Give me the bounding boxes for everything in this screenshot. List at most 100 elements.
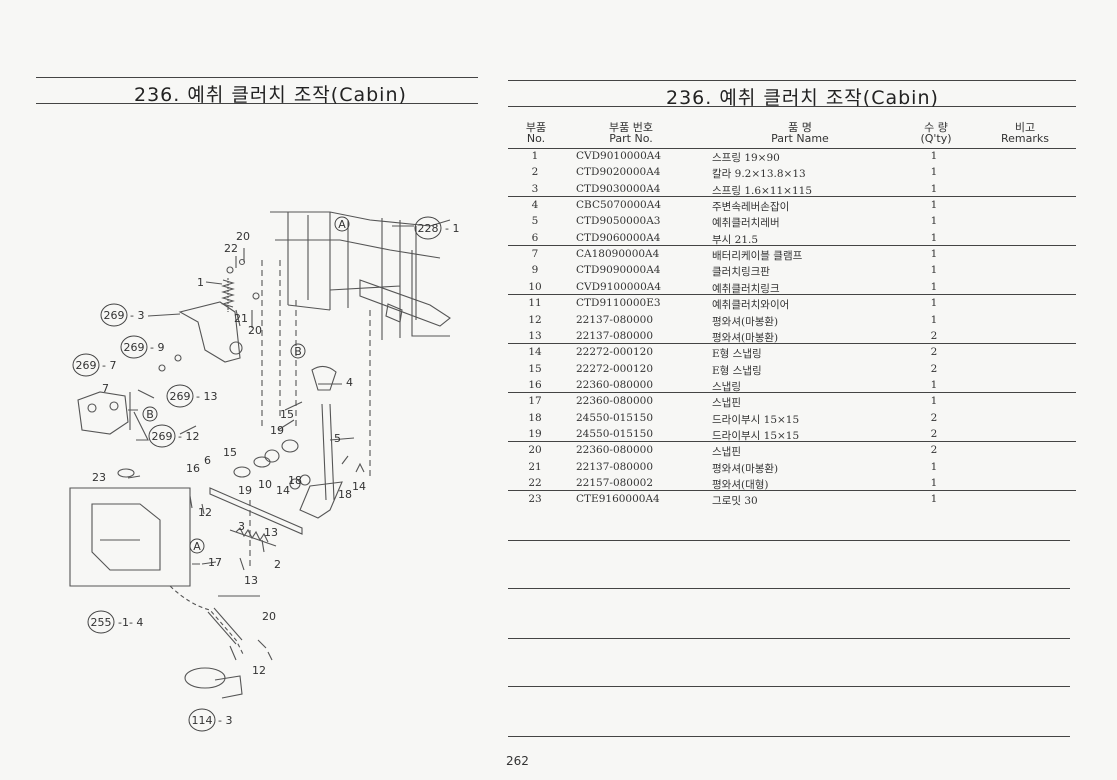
part-no-cell: 16 xyxy=(528,378,542,391)
qty-cell: 1 xyxy=(930,182,938,195)
part-number-cell: 22137-080000 xyxy=(576,313,654,326)
callout-20b: 20 xyxy=(248,324,262,337)
part-number-cell: 24550-015150 xyxy=(576,427,654,440)
callout-4: 4 xyxy=(346,376,353,389)
part-no-cell: 1 xyxy=(531,150,539,162)
part-number-cell: CTD9060000A4 xyxy=(576,231,661,244)
parts-exploded-diagram: 228 - 1 269 - 3 269 - 9 269 - 7 269 - 13… xyxy=(69,211,459,732)
part-name-cell: 클러치링크판 xyxy=(712,266,770,279)
callout-2: 2 xyxy=(274,558,281,571)
ref-269-12: 269 xyxy=(152,430,173,443)
qty-cell: 1 xyxy=(930,313,938,326)
part-number-cell: CTD9050000A3 xyxy=(576,215,661,228)
callout-3: 3 xyxy=(238,520,245,533)
marker-a-bottom: A xyxy=(193,540,201,553)
group-rule-7 xyxy=(508,490,1076,491)
callout-14b: 14 xyxy=(352,480,366,493)
ref-114: 114 xyxy=(192,714,213,727)
part-no-cell: 2 xyxy=(531,166,539,179)
part-no-cell: 19 xyxy=(528,427,542,440)
callout-6: 6 xyxy=(204,454,211,467)
qty-cell: 1 xyxy=(930,460,938,473)
callout-18a: 18 xyxy=(288,474,302,487)
qty-cell: 2 xyxy=(930,362,938,375)
callout-1: 1 xyxy=(197,276,204,289)
part-no-cell: 17 xyxy=(528,395,542,408)
qty-cell: 1 xyxy=(930,248,938,261)
part-no-cell: 22 xyxy=(528,477,542,489)
ref-269-12-suffix: - 12 xyxy=(178,430,199,443)
qty-cell: 1 xyxy=(930,280,938,293)
callout-7: 7 xyxy=(102,382,109,395)
part-no-cell: 15 xyxy=(528,362,542,375)
part-number-cell: 24550-015150 xyxy=(576,411,654,424)
part-no-cell: 18 xyxy=(528,411,542,424)
part-number-cell: 22272-000120 xyxy=(576,346,654,359)
part-name-cell: 배터리케이블 클램프 xyxy=(712,250,803,263)
part-name-cell: E형 스냅링 xyxy=(712,348,762,361)
group-rule-6 xyxy=(508,441,1076,442)
part-no-cell: 12 xyxy=(528,313,542,326)
part-name-cell: 스프링 1.6×11×115 xyxy=(712,184,813,197)
blank-line-2 xyxy=(508,588,1070,589)
callout-14a: 14 xyxy=(276,484,290,497)
ref-269-7-suffix: - 7 xyxy=(102,359,116,372)
callout-18b: 18 xyxy=(338,488,352,501)
part-name-cell: 평와셔(마봉환) xyxy=(712,331,779,344)
part-number-cell: 22157-080002 xyxy=(576,477,654,489)
ref-269-3-suffix: - 3 xyxy=(130,309,144,322)
part-no-cell: 20 xyxy=(528,444,542,457)
group-rule-2 xyxy=(508,245,1076,246)
part-no-cell: 11 xyxy=(528,297,542,310)
part-no-cell: 9 xyxy=(531,264,539,277)
part-number-cell: CTD9110000E3 xyxy=(576,297,661,310)
callout-19b: 19 xyxy=(238,484,252,497)
callout-22: 22 xyxy=(224,242,238,255)
part-name-cell: 칼라 9.2×13.8×13 xyxy=(712,168,806,181)
left-title-rule-top xyxy=(36,77,478,78)
callout-13a: 13 xyxy=(264,526,278,539)
qty-cell: 2 xyxy=(930,444,938,457)
callout-5: 5 xyxy=(334,432,341,445)
qty-cell: 1 xyxy=(930,297,938,310)
table-header-rule xyxy=(508,148,1076,149)
ref-269-13: 269 xyxy=(170,390,191,403)
header-qty: 수 량(Q'ty) xyxy=(920,121,952,145)
qty-cell: 1 xyxy=(930,378,938,391)
part-name-cell: 드라이부시 15×15 xyxy=(712,413,800,426)
ref-269-7: 269 xyxy=(76,359,97,372)
group-rule-5 xyxy=(508,392,1076,393)
ref-228: 228 xyxy=(418,222,439,235)
part-name-cell: 주변속레버손잡이 xyxy=(712,201,790,214)
part-no-cell: 5 xyxy=(531,215,539,228)
ref-269-13-suffix: - 13 xyxy=(196,390,217,403)
callout-10: 10 xyxy=(258,478,272,491)
callout-12a: 12 xyxy=(198,506,212,519)
part-name-cell: 스냅링 xyxy=(712,380,741,393)
part-name-cell: 드라이부시 15×15 xyxy=(712,429,800,442)
left-page-title: 236. 예취 클러치 조작(Cabin) xyxy=(134,84,407,106)
callout-20c: 20 xyxy=(262,610,276,623)
callout-19a: 19 xyxy=(270,424,284,437)
part-no-cell: 4 xyxy=(531,199,539,212)
callout-15a: 15 xyxy=(280,408,294,421)
part-name-cell: 예취클러치링크 xyxy=(712,282,780,295)
part-name-cell: 스프링 19×90 xyxy=(712,152,780,164)
part-number-cell: 22360-080000 xyxy=(576,444,654,457)
group-rule-4 xyxy=(508,343,1076,344)
ref-269-3: 269 xyxy=(104,309,125,322)
